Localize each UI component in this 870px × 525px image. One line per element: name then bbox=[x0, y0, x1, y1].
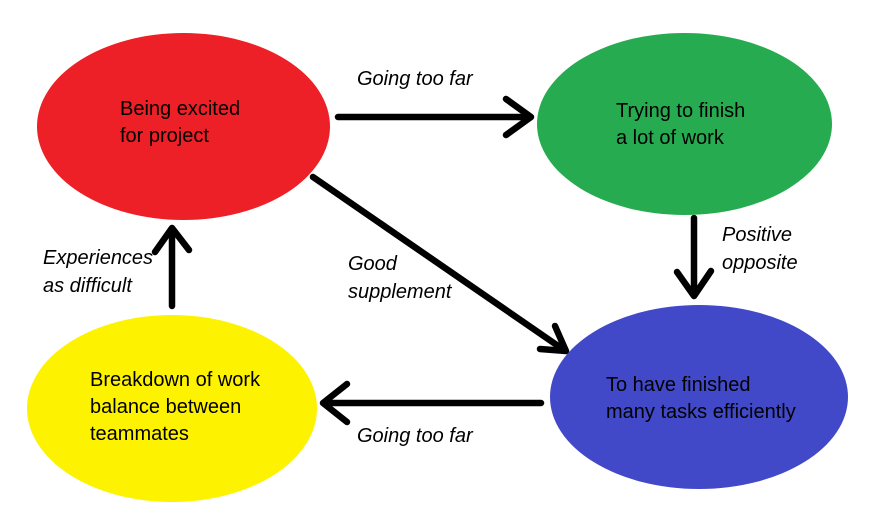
node-label-line: Being excited bbox=[120, 98, 241, 120]
node-trying-to-finish-label: Trying to finish a lot of work bbox=[616, 98, 745, 152]
node-label-line: a lot of work bbox=[616, 127, 724, 149]
edge-label-going-too-far-top: Going too far bbox=[357, 68, 473, 90]
edge-label-line: opposite bbox=[722, 252, 798, 274]
arrow-green-to-blue bbox=[673, 214, 715, 300]
node-label-line: for project bbox=[120, 125, 209, 147]
edge-label-positive-opposite: Positive opposite bbox=[722, 221, 798, 277]
edge-label-line: Positive bbox=[722, 224, 793, 246]
arrow-yellow-to-red bbox=[151, 224, 193, 310]
node-label-line: Trying to finish bbox=[616, 100, 746, 122]
edge-label-going-too-far-bottom: Going too far bbox=[357, 425, 473, 447]
node-trying-to-finish bbox=[537, 33, 832, 215]
node-breakdown-balance-label: Breakdown of work balance between teamma… bbox=[90, 367, 260, 448]
edge-label-line: Experiences bbox=[43, 247, 154, 269]
node-being-excited-label: Being excited for project bbox=[120, 96, 240, 150]
arrow-red-to-green bbox=[334, 95, 535, 139]
node-label-line: many tasks efficiently bbox=[606, 401, 796, 423]
node-being-excited bbox=[37, 33, 330, 220]
edge-label-line: Good bbox=[348, 253, 397, 275]
edge-label-experiences-as-difficult: Experiences as difficult bbox=[43, 244, 153, 300]
node-label-line: Breakdown of work bbox=[90, 369, 261, 391]
node-label-line: To have finished bbox=[606, 374, 751, 396]
arrow-blue-to-yellow bbox=[319, 380, 545, 426]
node-finished-tasks bbox=[550, 305, 848, 489]
node-label-line: teammates bbox=[90, 423, 189, 445]
node-breakdown-balance bbox=[27, 315, 317, 502]
arrow-red-to-blue bbox=[309, 173, 570, 355]
node-finished-tasks-label: To have finished many tasks efficiently bbox=[606, 372, 796, 426]
node-label-line: balance between bbox=[90, 396, 242, 418]
edge-label-line: supplement bbox=[348, 281, 452, 303]
edge-label-line: as difficult bbox=[43, 275, 132, 297]
edge-label-good-supplement: Good supplement bbox=[348, 250, 451, 306]
